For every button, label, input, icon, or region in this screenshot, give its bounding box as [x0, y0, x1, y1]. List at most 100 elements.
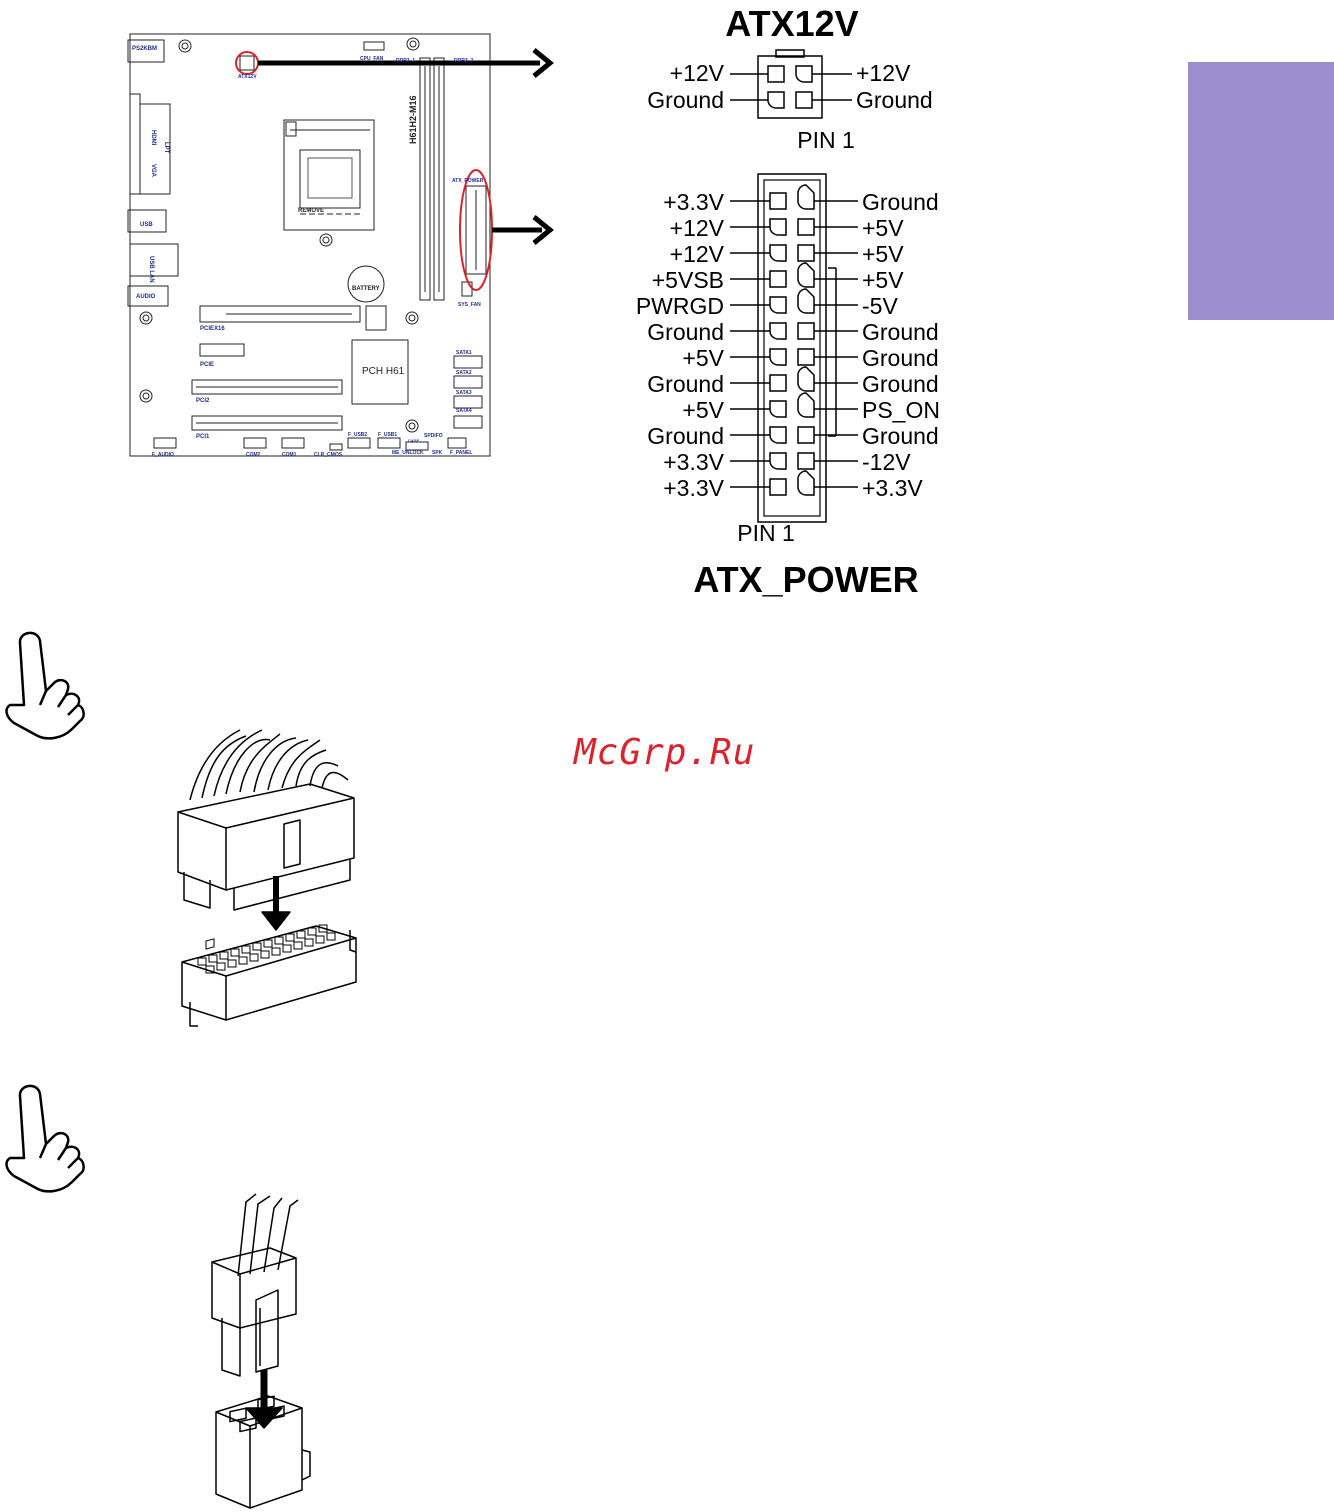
- socket-hole: [326, 932, 336, 941]
- f-audio-header: [153, 437, 177, 449]
- board-model-label: H61H2-M16: [408, 95, 418, 144]
- atx-power-pin: [769, 452, 787, 470]
- atx12v-pin-1: [795, 65, 813, 83]
- remove-label: REMOVE: [298, 208, 324, 214]
- atx-power-board-label: ATX_POWER: [452, 178, 484, 184]
- f-usb1-label: F_USB1: [378, 432, 397, 438]
- atx-left-7: +5V: [682, 345, 724, 371]
- atx-power-pin1-label: PIN 1: [737, 520, 795, 546]
- atx12v-pinout: ATX12V +12V Ground +12V Ground PIN 1: [647, 3, 933, 153]
- atx-power-pin: [769, 244, 787, 262]
- spk-label: SPK: [432, 450, 443, 456]
- atx12v-4pin-plug-illustration: [211, 1193, 311, 1509]
- atx-left-1: +3.3V: [663, 189, 724, 215]
- atx-right-4: +5V: [862, 267, 904, 293]
- atx-power-pin: [769, 322, 787, 340]
- clr-cmos-jumper: [329, 443, 343, 451]
- socket-hole: [282, 944, 292, 953]
- atx12v-left-2: Ground: [647, 87, 724, 113]
- atx-power-on-board: [465, 185, 487, 275]
- atx-power-pin: [769, 270, 787, 288]
- atx-right-8: Ground: [862, 371, 939, 397]
- f-audio-label: F_AUDIO: [152, 452, 174, 458]
- pch-label: PCH H61: [362, 366, 405, 377]
- atx-power-pin: [797, 426, 815, 444]
- atx-power-pin: [769, 400, 787, 418]
- socket-hole: [293, 941, 303, 950]
- me-unlock-header: [405, 441, 429, 451]
- socket-hole: [315, 935, 325, 944]
- atx12v-pin-4: [767, 91, 785, 109]
- pcie-slot: [199, 343, 245, 357]
- atx-left-12: +3.3V: [663, 475, 724, 501]
- atx-power-pin: [797, 218, 815, 236]
- atx-right-10: Ground: [862, 423, 939, 449]
- atx12v-right-2: Ground: [856, 87, 933, 113]
- socket-hole: [197, 957, 207, 966]
- lpt-label: LPT: [163, 142, 169, 154]
- socket-hole: [318, 924, 328, 933]
- socket-hole: [205, 965, 215, 974]
- atx-right-7: Ground: [862, 345, 939, 371]
- com1-header: [281, 437, 305, 449]
- socket-hole: [252, 942, 262, 951]
- atx-power-pin: [797, 244, 815, 262]
- atx-power-pin: [769, 374, 787, 392]
- audio-label: AUDIO: [136, 294, 156, 300]
- f-panel-header: [447, 437, 467, 449]
- sata1-port: [453, 355, 483, 369]
- atx-power-pin: [797, 262, 815, 288]
- socket-hole: [208, 954, 218, 963]
- atx-power-pin: [769, 192, 787, 210]
- atx12v-on-board: [239, 55, 255, 71]
- atx-right-12: +3.3V: [862, 475, 923, 501]
- socket-hole: [263, 939, 273, 948]
- atx-24pin-plug-illustration: [177, 729, 357, 1027]
- cpu-fan-label: CPU_FAN: [360, 56, 384, 62]
- hdmi-vga-port: [139, 103, 171, 195]
- atx-right-6: Ground: [862, 319, 939, 345]
- sata2-port: [453, 375, 483, 389]
- atx-left-5: PWRGD: [636, 293, 724, 319]
- ddr3-1-label: DDR3_1: [396, 58, 415, 64]
- pciex16-slot: [199, 305, 361, 323]
- atx-left-9: +5V: [682, 397, 724, 423]
- atx-power-pin: [797, 392, 815, 418]
- socket-hole: [219, 951, 229, 960]
- pci1-label: PCI1: [196, 434, 210, 440]
- atx12v-board-label: ATX12V: [238, 74, 257, 80]
- atx-left-10: Ground: [647, 423, 724, 449]
- motherboard-layout: PS2KBM HDMI LPT VGA USB USB LAN AUDIO AT…: [127, 33, 554, 458]
- pointing-hand-icon: [5, 631, 85, 740]
- atx-power-pin: [797, 322, 815, 340]
- socket-hole: [307, 927, 317, 936]
- atx-power-pin: [797, 452, 815, 470]
- case-label: CASE: [408, 438, 419, 443]
- com2-header: [243, 437, 267, 449]
- pointing-hand-icon: [5, 1084, 85, 1193]
- atx-power-pin: [797, 470, 815, 496]
- usb-lan-port: [129, 243, 179, 277]
- atx-right-11: -12V: [862, 449, 911, 475]
- cpu-socket: [283, 119, 375, 231]
- atx-left-4: +5VSB: [652, 267, 724, 293]
- atx-power-pin: [769, 426, 787, 444]
- atx12v-pin1-label: PIN 1: [797, 127, 855, 153]
- watermark-text: McGrp.Ru: [574, 732, 756, 773]
- hdmi-label: HDMI: [150, 130, 156, 146]
- atx-right-5: -5V: [862, 293, 898, 319]
- pch-chip: [351, 339, 409, 405]
- atx-power-pin: [769, 348, 787, 366]
- socket-hole: [249, 953, 259, 962]
- atx-left-8: Ground: [647, 371, 724, 397]
- atx-power-pin: [797, 348, 815, 366]
- ddr3-slot-2: [433, 57, 445, 301]
- usb-label: USB: [140, 222, 153, 228]
- sata4-label: SATA4: [456, 408, 472, 414]
- socket-hole: [304, 938, 314, 947]
- atx-left-2: +12V: [670, 215, 725, 241]
- f-usb1-header: [377, 437, 401, 449]
- socket-hole: [227, 959, 237, 968]
- socket-hole: [296, 930, 306, 939]
- atx-right-2: +5V: [862, 215, 904, 241]
